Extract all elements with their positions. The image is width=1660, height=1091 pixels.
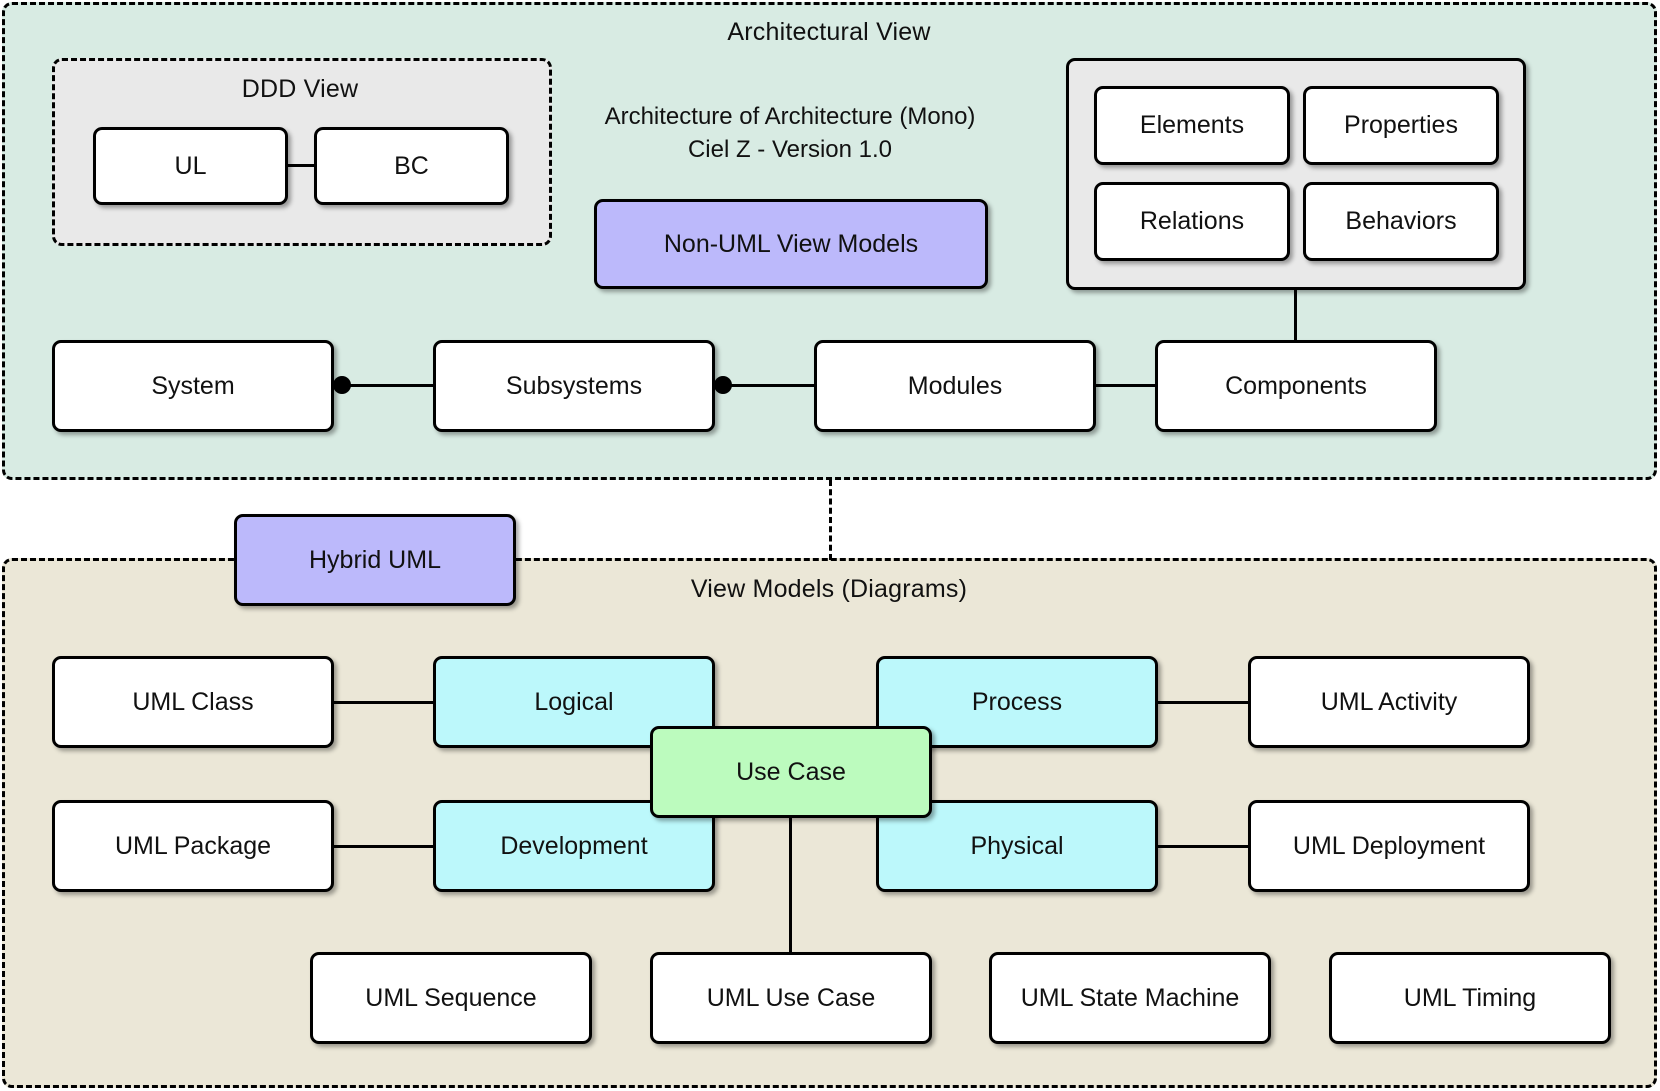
components-box: Components [1155,340,1437,432]
uml-sequence-box: UML Sequence [310,952,592,1044]
non-uml-view-models-box: Non-UML View Models [594,199,988,289]
architectural-view-title: Architectural View [727,18,931,46]
view-models-title: View Models (Diagrams) [690,575,968,603]
physical-deployment-connector [1153,845,1250,848]
subsystems-box: Subsystems [433,340,715,432]
uml-class-box: UML Class [52,656,334,748]
system-subsystems-connector [332,384,435,387]
hybrid-uml-box: Hybrid UML [234,514,516,606]
uml-use-case-box: UML Use Case [650,952,932,1044]
system-box: System [52,340,334,432]
subtitle-line-1: Architecture of Architecture (Mono) [604,103,976,130]
relations-box: Relations [1094,182,1290,261]
subsystems-connector-dot [714,376,732,394]
package-development-connector [332,845,435,848]
subtitle-line-2: Ciel Z - Version 1.0 [687,136,893,163]
system-connector-dot [333,376,351,394]
process-activity-connector [1153,701,1250,704]
modules-box: Modules [814,340,1096,432]
ddd-view-title: DDD View [241,75,359,103]
use-case-view-box: Use Case [650,726,932,818]
uml-activity-box: UML Activity [1248,656,1530,748]
uml-state-machine-box: UML State Machine [989,952,1271,1044]
usecase-umlusecase-connector [789,813,792,955]
logical-view-box: Logical [433,656,715,748]
class-logical-connector [332,701,435,704]
ul-bc-connector [287,164,317,167]
ul-box: UL [93,127,288,205]
uml-deployment-box: UML Deployment [1248,800,1530,892]
components-panel-connector [1294,288,1297,342]
elements-box: Elements [1094,86,1290,165]
modules-components-connector [1093,384,1158,387]
subsystems-modules-connector [713,384,816,387]
uml-timing-box: UML Timing [1329,952,1611,1044]
bc-box: BC [314,127,509,205]
properties-box: Properties [1303,86,1499,165]
behaviors-box: Behaviors [1303,182,1499,261]
diagram-subtitle: Architecture of Architecture (Mono) Ciel… [605,100,976,166]
uml-package-box: UML Package [52,800,334,892]
region-connector [829,480,832,560]
